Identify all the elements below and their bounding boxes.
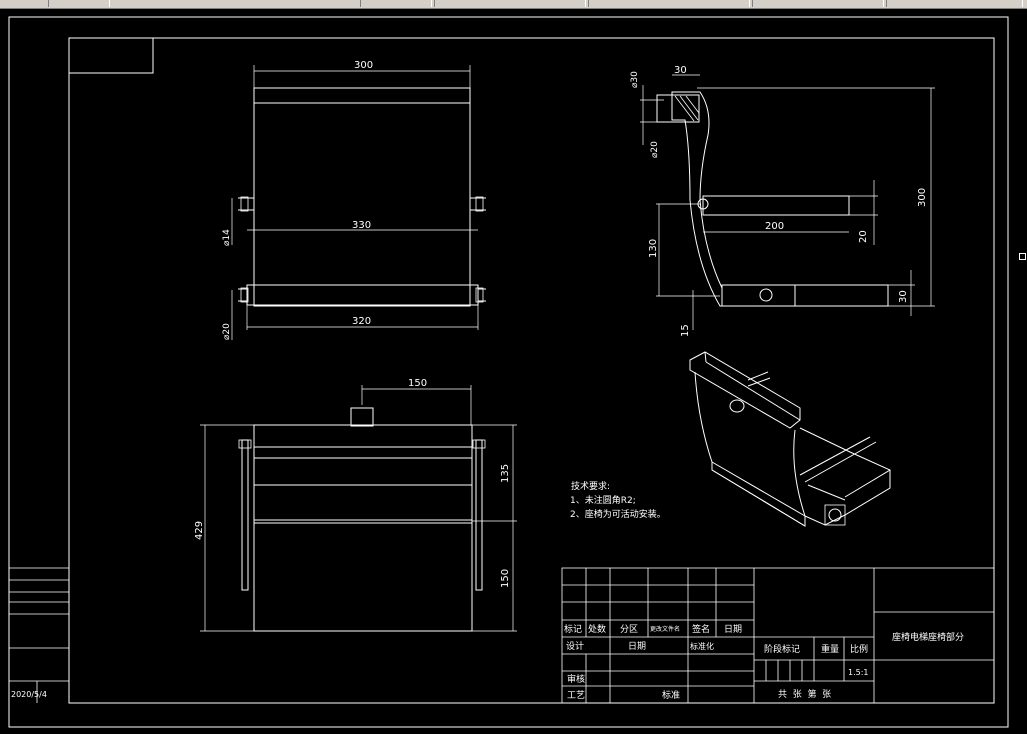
tb-weight: 重量 bbox=[821, 643, 839, 655]
tb-stage-mark: 阶段标记 bbox=[764, 643, 800, 655]
tb-process: 工艺 bbox=[567, 690, 585, 701]
tb-standardize: 标准化 bbox=[690, 641, 714, 651]
cad-toolbar bbox=[0, 0, 1027, 9]
resize-grip[interactable] bbox=[1019, 253, 1026, 260]
toolbar-group[interactable] bbox=[434, 0, 586, 7]
tb-sign: 签名 bbox=[692, 623, 710, 635]
side-dim-15: 15 bbox=[680, 324, 691, 337]
side-dim-200: 200 bbox=[765, 221, 784, 232]
isometric-view bbox=[689, 351, 891, 527]
tb-sheets: 共 张 第 张 bbox=[778, 688, 831, 700]
tb-date: 日期 bbox=[724, 624, 742, 635]
front-view bbox=[231, 65, 486, 340]
plan-dim-135: 135 bbox=[500, 464, 511, 483]
side-dim-300: 300 bbox=[917, 188, 928, 207]
plan-dim-429: 429 bbox=[194, 521, 205, 540]
notes-heading: 技术要求: bbox=[571, 480, 610, 492]
tb-drawing-name: 座椅电梯座椅部分 bbox=[892, 631, 964, 643]
front-dim-300: 300 bbox=[354, 60, 373, 71]
side-dim-130: 130 bbox=[648, 239, 659, 258]
plan-dim-150-top: 150 bbox=[408, 378, 427, 389]
left-margin-table bbox=[9, 567, 69, 703]
side-dim-30-top: 30 bbox=[674, 65, 687, 76]
inner-border bbox=[68, 37, 995, 704]
tb-date-2: 日期 bbox=[628, 641, 646, 652]
date-stamp: 2020/5/4 bbox=[11, 690, 47, 699]
tb-scale-value: 1.5:1 bbox=[848, 668, 869, 677]
tb-design: 设计 bbox=[566, 640, 584, 652]
tb-scale: 比例 bbox=[850, 643, 868, 655]
outer-border bbox=[8, 16, 1009, 728]
side-dim-d30: ⌀30 bbox=[630, 71, 640, 88]
plan-dim-150-side: 150 bbox=[500, 569, 511, 588]
title-block-grid bbox=[561, 567, 995, 704]
side-dim-20: 20 bbox=[858, 230, 869, 243]
drawing-canvas[interactable]: 2020/5/4 300 330 320 ⌀14 ⌀20 bbox=[0, 9, 1027, 730]
side-dim-d20: ⌀20 bbox=[650, 141, 660, 158]
notes-line-1: 1、未注圆角R2; bbox=[570, 494, 636, 506]
tb-zone: 分区 bbox=[620, 624, 638, 635]
tb-approve: 标准 bbox=[662, 689, 680, 701]
front-dim-330: 330 bbox=[352, 220, 371, 231]
front-dim-d20: ⌀20 bbox=[222, 323, 232, 340]
side-dim-30-bottom: 30 bbox=[898, 290, 909, 303]
toolbar-group[interactable] bbox=[588, 0, 750, 7]
tb-change-doc: 更改文件名 bbox=[650, 625, 680, 633]
front-dim-320: 320 bbox=[352, 316, 371, 327]
notes-line-2: 2、座椅为可活动安装。 bbox=[570, 508, 666, 520]
title-block-text: 标记 处数 分区 更改文件名 签名 日期 设计 日期 标准化 阶段标记 重量 比… bbox=[564, 623, 964, 701]
front-dim-d14: ⌀14 bbox=[222, 229, 232, 246]
side-view bbox=[640, 74, 935, 330]
tb-count: 处数 bbox=[588, 623, 606, 635]
toolbar-group[interactable] bbox=[886, 0, 1023, 7]
tb-review: 审核 bbox=[567, 673, 585, 685]
plan-view bbox=[200, 385, 517, 632]
toolbar-group[interactable] bbox=[360, 0, 432, 7]
toolbar-group[interactable] bbox=[48, 0, 110, 7]
corner-box bbox=[68, 37, 154, 74]
toolbar-group[interactable] bbox=[752, 0, 884, 7]
tb-mark: 标记 bbox=[564, 623, 582, 635]
